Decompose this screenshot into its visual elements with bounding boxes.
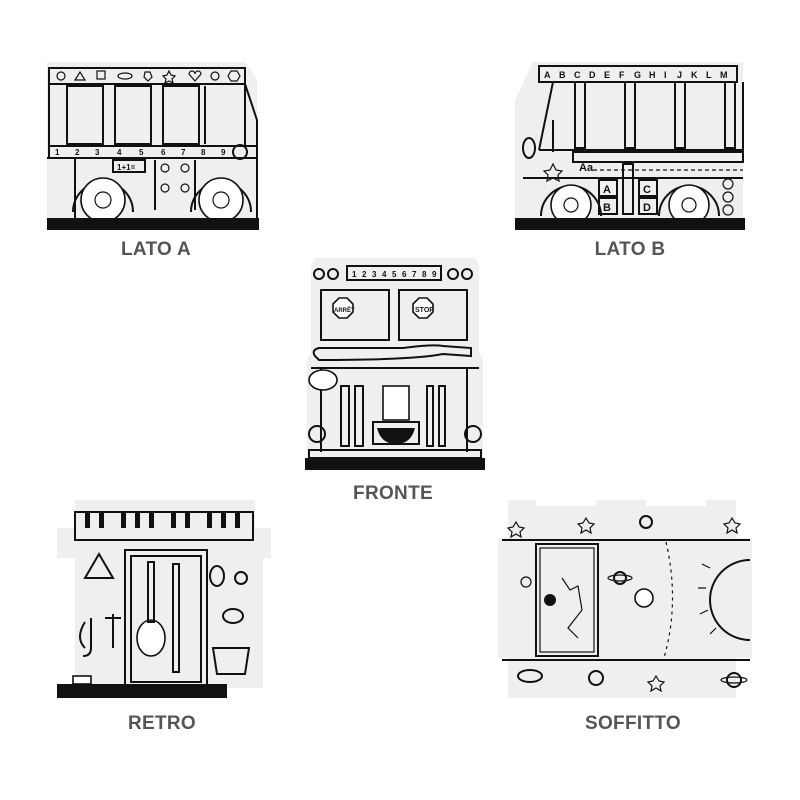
comet-icon bbox=[588, 670, 604, 686]
palette-icon bbox=[308, 369, 338, 391]
svg-text:1+1=: 1+1= bbox=[117, 163, 136, 172]
svg-text:E: E bbox=[604, 70, 610, 80]
svg-text:K: K bbox=[691, 70, 698, 80]
aa-letters: Aa bbox=[579, 162, 594, 174]
svg-text:6: 6 bbox=[161, 148, 166, 157]
stop-sign-icon bbox=[412, 297, 434, 319]
svg-text:C: C bbox=[574, 70, 581, 80]
svg-text:C: C bbox=[643, 184, 651, 196]
clarinet-icon bbox=[172, 563, 180, 673]
bus-back-illustration bbox=[57, 500, 271, 698]
svg-text:7: 7 bbox=[181, 148, 186, 157]
svg-text:7: 7 bbox=[412, 270, 417, 279]
panel-label-lato-a: LATO A bbox=[120, 239, 192, 260]
panel-label-fronte: FRONTE bbox=[353, 483, 433, 504]
panel-soffitto bbox=[496, 498, 754, 703]
svg-text:ARRÊT: ARRÊT bbox=[334, 306, 355, 314]
arret-sign-icon bbox=[332, 297, 354, 319]
svg-text:6: 6 bbox=[402, 270, 407, 279]
triangle-icon bbox=[83, 552, 115, 579]
ruler-numbers: 1 2 3 4 5 6 7 8 9 bbox=[55, 148, 226, 157]
svg-text:M: M bbox=[720, 70, 728, 80]
svg-text:8: 8 bbox=[201, 148, 206, 157]
sun-icon bbox=[709, 559, 751, 641]
wheel-icon bbox=[658, 184, 720, 226]
svg-text:1: 1 bbox=[352, 270, 357, 279]
svg-text:4: 4 bbox=[382, 270, 387, 279]
maraca-icon bbox=[209, 565, 225, 587]
ceiling-space-illustration bbox=[498, 500, 752, 698]
svg-text:3: 3 bbox=[95, 148, 100, 157]
saxophone-icon bbox=[79, 618, 92, 657]
svg-text:B: B bbox=[559, 70, 566, 80]
panel-lato-a: 1 2 3 4 5 6 7 8 9 1+1= bbox=[45, 60, 270, 232]
svg-text:9: 9 bbox=[221, 148, 226, 157]
trumpet-icon bbox=[105, 614, 121, 648]
svg-text:2: 2 bbox=[75, 148, 80, 157]
panel-label-soffitto: SOFFITTO bbox=[585, 713, 681, 734]
piano-keys bbox=[74, 511, 254, 541]
wheel-icon bbox=[72, 177, 134, 223]
svg-text:3: 3 bbox=[372, 270, 377, 279]
panel-label-lato-b: LATO B bbox=[594, 239, 666, 260]
svg-text:B: B bbox=[603, 202, 611, 214]
panel-retro bbox=[55, 498, 275, 703]
svg-text:I: I bbox=[664, 70, 667, 80]
svg-text:G: G bbox=[634, 70, 641, 80]
svg-text:9: 9 bbox=[432, 270, 437, 279]
svg-text:5: 5 bbox=[392, 270, 397, 279]
svg-text:2: 2 bbox=[362, 270, 367, 279]
svg-text:D: D bbox=[643, 202, 651, 214]
svg-text:J: J bbox=[677, 70, 682, 80]
svg-text:A: A bbox=[603, 184, 611, 196]
svg-text:L: L bbox=[706, 70, 712, 80]
svg-text:1: 1 bbox=[55, 148, 60, 157]
tambourine-icon bbox=[222, 608, 244, 624]
drum-icon bbox=[211, 647, 251, 675]
planet-icon bbox=[544, 594, 556, 606]
panel-label-retro: RETRO bbox=[128, 713, 196, 734]
bus-side-a-illustration: 1 2 3 4 5 6 7 8 9 1+1= bbox=[47, 62, 259, 230]
svg-text:H: H bbox=[649, 70, 656, 80]
svg-text:8: 8 bbox=[422, 270, 427, 279]
svg-text:STOP: STOP bbox=[415, 307, 434, 314]
microphone-icon bbox=[234, 571, 248, 585]
svg-text:A: A bbox=[544, 70, 551, 80]
guitar-icon bbox=[136, 619, 166, 657]
svg-text:F: F bbox=[619, 70, 625, 80]
svg-text:5: 5 bbox=[139, 148, 144, 157]
svg-text:D: D bbox=[589, 70, 596, 80]
svg-text:4: 4 bbox=[117, 148, 122, 157]
rocket-icon bbox=[517, 669, 543, 683]
planet-icon bbox=[634, 588, 654, 608]
